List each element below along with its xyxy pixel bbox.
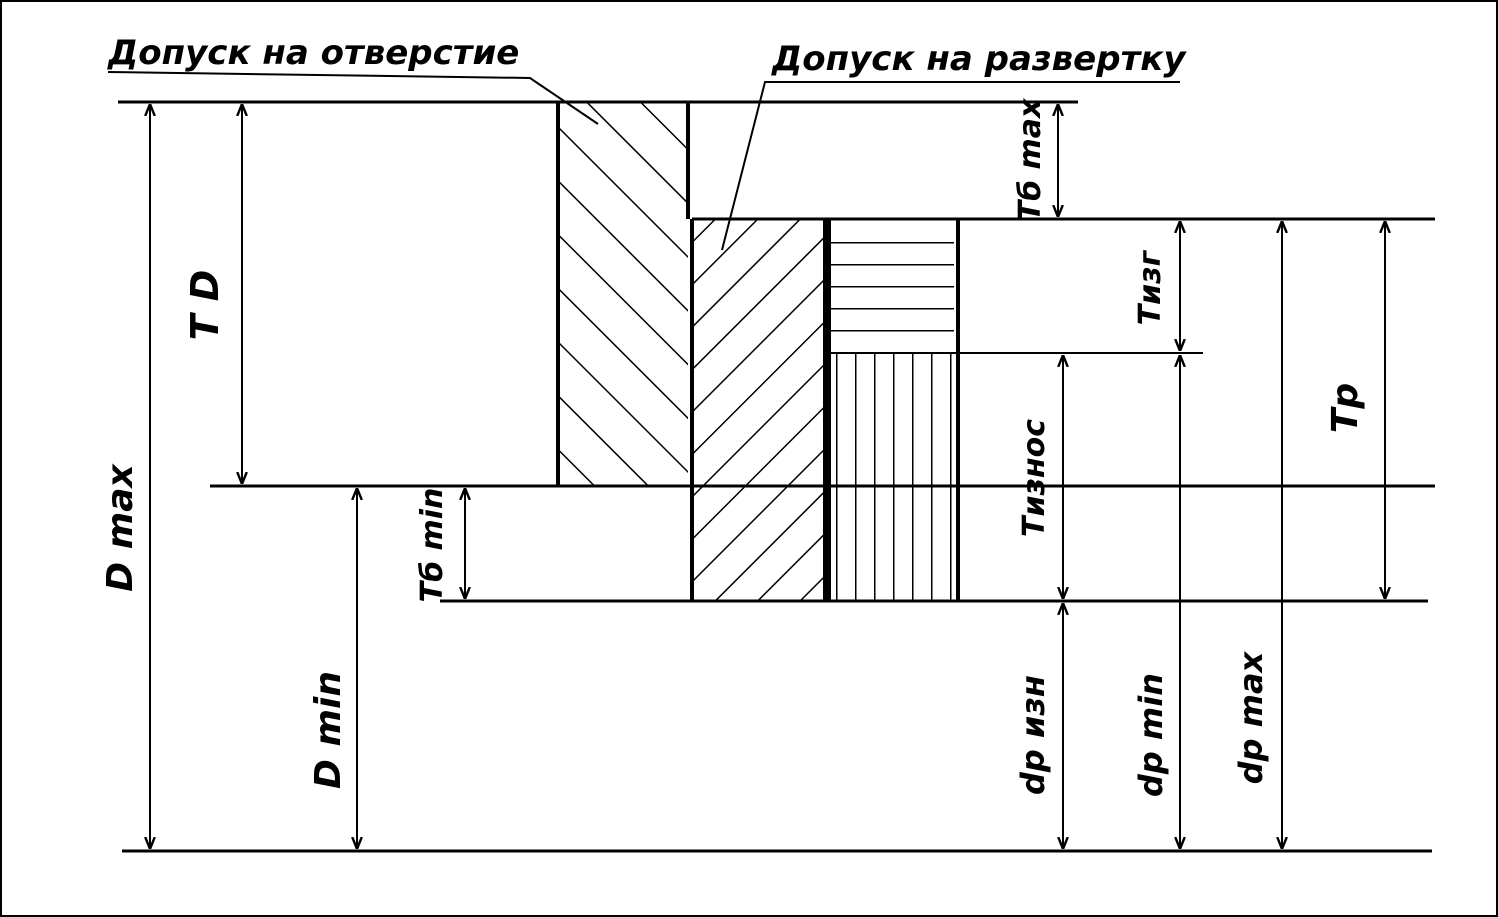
tb-max-label: Tб max [1013,97,1048,221]
dp-max-label: dp max [1232,650,1270,784]
tb-min-label: Tб min [415,488,450,603]
reamer-tolerance-leader [721,81,1180,251]
reamer-tolerance-field [692,219,825,601]
hole-tolerance-title: Допуск на отверстие [107,33,519,73]
manufacturing-tolerance-field [829,222,954,353]
t-izg-label: Tизг [1133,249,1168,325]
hole-tolerance-leader [107,71,599,125]
reamer-tolerance-title: Допуск на развертку [771,39,1187,79]
wear-allowance-field [829,353,954,601]
t-iznos-label: Tизнос [1017,419,1052,537]
t-p-label: Tp [1325,383,1366,433]
dp-izn-label: dp изн [1014,675,1052,795]
hole-tolerance-field [558,102,688,486]
td-label: T D [183,270,227,341]
dp-min-label: dp min [1132,673,1170,797]
d-min-label: D min [308,671,349,789]
d-max-label: D max [100,463,141,592]
